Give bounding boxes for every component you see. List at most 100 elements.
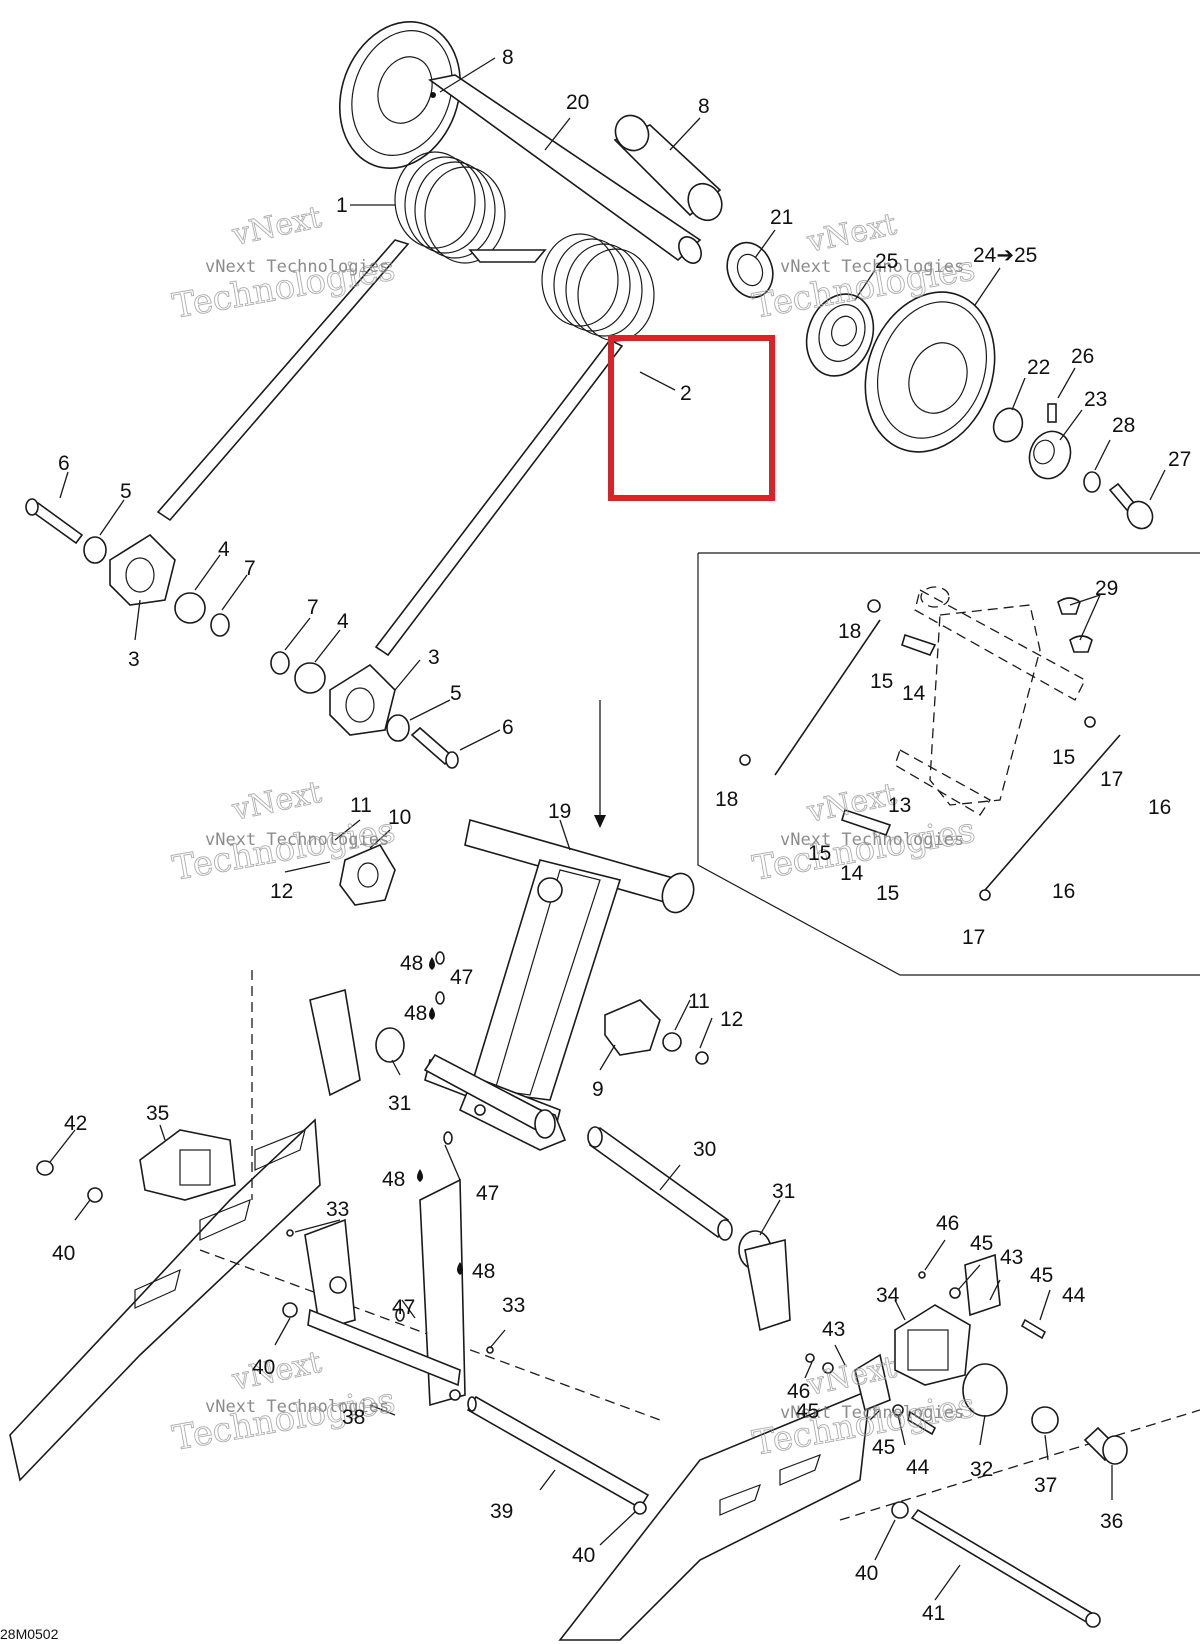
part-label: 40	[252, 1356, 275, 1379]
part-label: 34	[876, 1284, 900, 1307]
part-label: 15	[1052, 746, 1075, 769]
part-label: 31	[388, 1092, 411, 1115]
part-label: 45	[970, 1232, 993, 1255]
part-label: 15	[808, 842, 831, 865]
part-label: 25	[875, 250, 898, 273]
part-label: 35	[146, 1102, 169, 1125]
part-label: 17	[962, 926, 985, 949]
part-label: 29	[1095, 577, 1118, 600]
set-screw-26	[1047, 403, 1057, 423]
part-label: 3	[428, 646, 440, 669]
shaft-19-lower	[423, 1053, 556, 1139]
svg-text:vNext: vNext	[228, 775, 324, 828]
part-label: 12	[720, 1008, 743, 1031]
part-label: 6	[58, 452, 70, 475]
inset-rear-arm	[894, 586, 1086, 816]
circlip-22	[992, 407, 1024, 443]
bolt-27	[1108, 482, 1154, 530]
part-label: 15	[876, 882, 899, 905]
grease-drop-icon	[429, 1007, 435, 1020]
watermark-group-5: vNext vNext Technologies Technologies	[169, 1344, 398, 1459]
part-label: 14	[902, 682, 926, 705]
part-label: 45	[1030, 1264, 1053, 1287]
part-label: 4	[337, 610, 349, 633]
grease-drop-icon	[457, 1262, 463, 1275]
torsion-spring-2	[374, 233, 655, 657]
part-label: 30	[693, 1138, 716, 1161]
bracket-34	[854, 1253, 1001, 1412]
part-label: 11	[688, 990, 710, 1013]
part-label: 16	[1052, 880, 1075, 903]
part-label: 26	[1071, 345, 1094, 368]
part-label: 46	[936, 1212, 959, 1235]
part-label: 18	[715, 788, 738, 811]
part-label: 6	[502, 716, 514, 739]
part-label: 19	[548, 800, 571, 823]
part-label: 12	[270, 880, 293, 903]
shaft-39	[466, 1395, 650, 1515]
front-arm-38	[304, 1178, 466, 1407]
leader-lines	[49, 57, 1166, 1601]
part-label: 48	[382, 1168, 405, 1191]
part-label: 20	[566, 91, 589, 114]
shaft-30	[587, 1126, 733, 1241]
part-label: 27	[1168, 448, 1191, 471]
part-label: 31	[772, 1180, 795, 1203]
drawing-code: 28M0502	[0, 1626, 59, 1642]
part-label: 36	[1100, 1510, 1123, 1533]
bolt-36	[1083, 1426, 1128, 1465]
part-label: 17	[1100, 768, 1123, 791]
bracket-35	[139, 988, 791, 1332]
small-hardware	[36, 1160, 1047, 1436]
spacer-32-washer-37	[962, 1363, 1059, 1434]
part-label: 40	[52, 1242, 75, 1265]
part-label: 2	[680, 382, 692, 405]
part-label: 47	[392, 1296, 415, 1319]
slider-10	[339, 843, 396, 906]
bolt-41	[891, 1501, 1101, 1628]
sleeve-8	[613, 114, 723, 222]
part-label: 8	[502, 46, 514, 69]
svg-text:vNext: vNext	[228, 1345, 324, 1398]
part-label: 48	[472, 1260, 495, 1283]
part-label: 44	[906, 1456, 930, 1479]
part-label: 47	[450, 966, 473, 989]
part-label: 48	[404, 1002, 427, 1025]
slider-assembly-right	[270, 651, 459, 769]
slider-9	[604, 999, 709, 1065]
bearing-25	[805, 293, 875, 377]
part-label: 46	[787, 1380, 810, 1403]
part-label: 13	[888, 794, 911, 817]
part-label: 5	[450, 682, 462, 705]
part-label: 21	[770, 206, 793, 229]
grease-drop-icon	[417, 1169, 423, 1182]
part-label: 45	[872, 1436, 895, 1459]
part-label: 32	[970, 1458, 993, 1481]
part-label: 33	[326, 1198, 349, 1221]
svg-text:vNext Technologies: vNext Technologies	[780, 257, 964, 277]
part-label: 18	[838, 620, 861, 643]
part-label: 5	[120, 480, 132, 503]
part-label: 37	[1034, 1474, 1057, 1497]
inset-detail-box	[697, 552, 1200, 976]
part-label: 22	[1027, 356, 1050, 379]
part-label: 47	[476, 1182, 499, 1205]
part-label: 41	[922, 1602, 945, 1625]
part-label: 14	[840, 862, 864, 885]
part-label: 16	[1148, 796, 1171, 819]
part-label: 7	[244, 557, 256, 580]
part-label: 33	[502, 1294, 525, 1317]
svg-text:vNext Technologies: vNext Technologies	[205, 1397, 389, 1417]
part-label: 28	[1112, 414, 1135, 437]
part-label: 45	[796, 1400, 819, 1423]
part-label: 24➔25	[973, 244, 1037, 267]
part-label: 4	[218, 538, 230, 561]
part-label: 10	[388, 806, 411, 829]
part-label: 48	[400, 952, 423, 975]
part-label: 44	[1062, 1284, 1086, 1307]
part-label: 38	[342, 1406, 365, 1429]
part-label: 43	[822, 1318, 845, 1341]
right-rail	[558, 1388, 1200, 1641]
part-label: 9	[592, 1078, 604, 1101]
